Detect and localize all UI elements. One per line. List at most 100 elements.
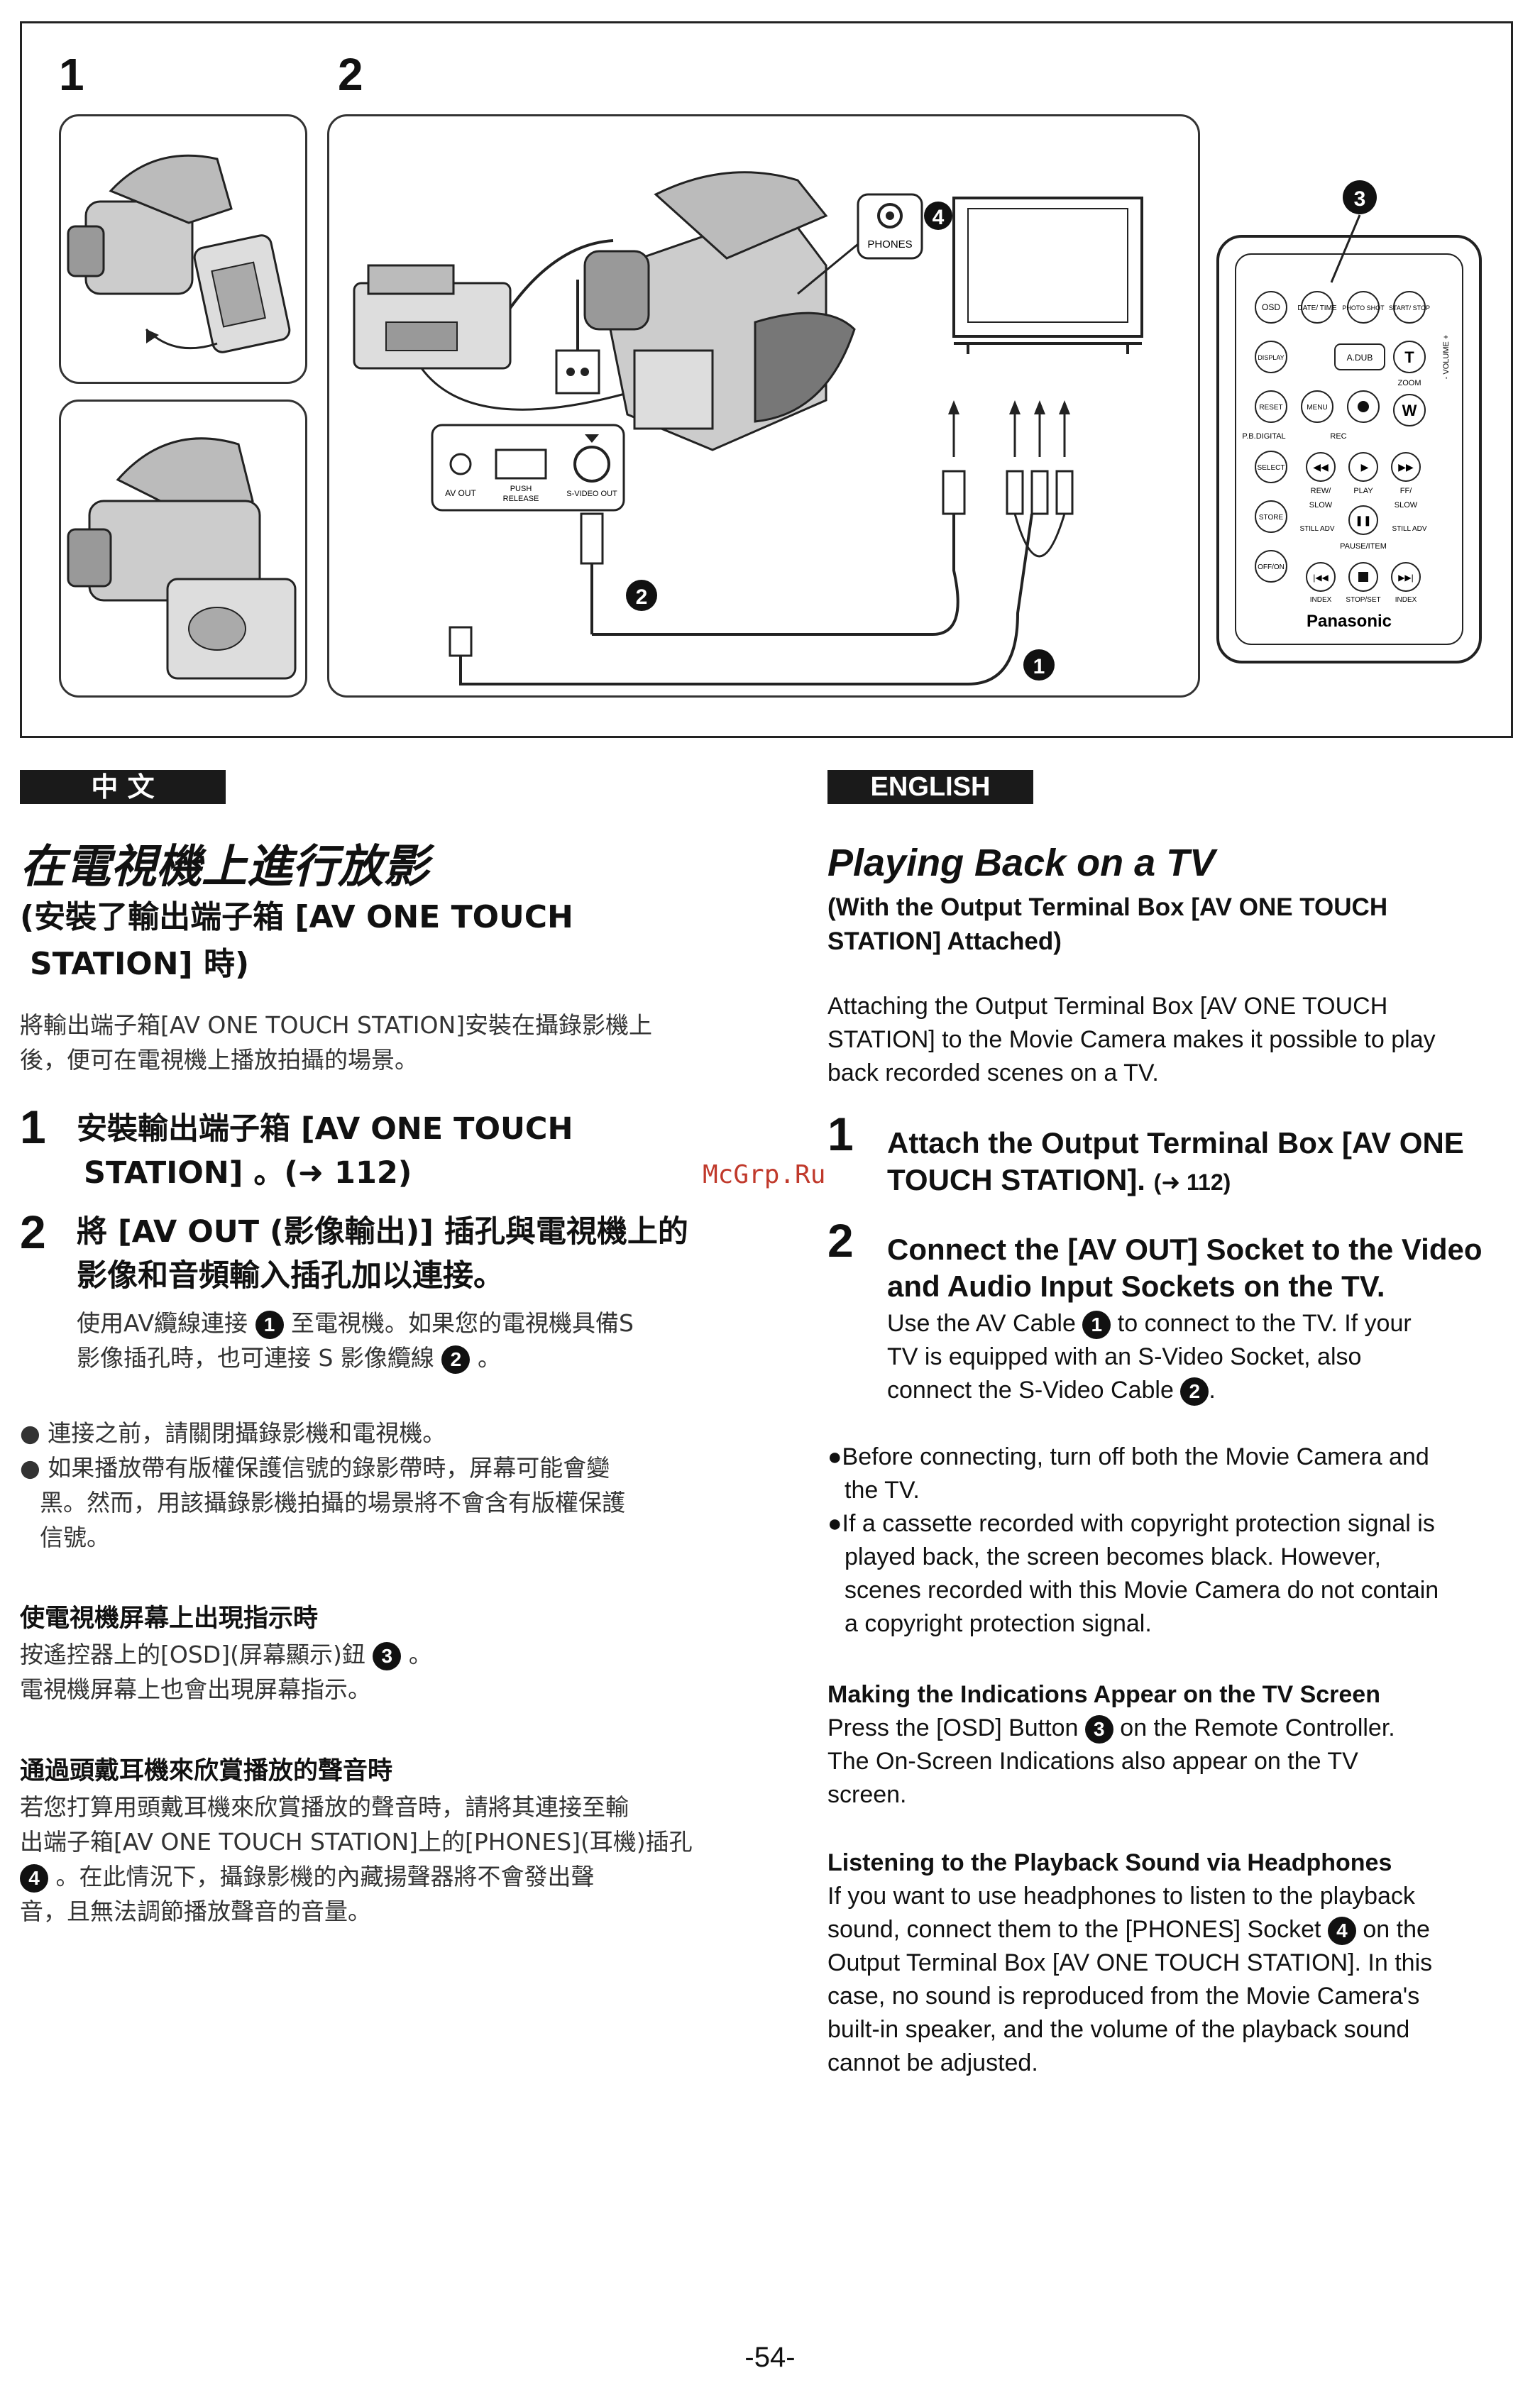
svideo-out-socket-icon [573,446,610,483]
svg-text:4: 4 [933,206,945,229]
panel-1-bottom-illustration [59,400,307,698]
svg-text:STILL ADV: STILL ADV [1299,525,1334,533]
camera-open-box-illustration [67,154,291,353]
remote-svg: 3 OSD DATE/ TIME PHOTO SHOT START/ STOP … [1216,180,1482,663]
date-time-button [1301,291,1333,324]
svg-text:SELECT: SELECT [1258,464,1285,472]
svg-text:3: 3 [1354,187,1366,211]
callout-4-icon: 4 [20,1863,48,1893]
svg-text:FF/: FF/ [1400,487,1412,495]
panel-2-connection-diagram: PHONES 4 AV OUT PUSH RELEASE S-VIDEO OUT [327,114,1200,698]
power-plug-icon [555,349,600,395]
svg-text:PAUSE/ITEM: PAUSE/ITEM [1340,542,1387,551]
svg-text:◀◀: ◀◀ [1313,461,1329,473]
panel-1-top-illustration [59,114,307,384]
svg-text:- VOLUME +: - VOLUME + [1442,335,1451,380]
svg-text:S-VIDEO OUT: S-VIDEO OUT [566,490,617,498]
svg-text:PHOTO SHOT: PHOTO SHOT [1342,304,1385,312]
push-release-button [495,448,547,480]
svg-text:AV OUT: AV OUT [445,488,476,498]
svg-text:SLOW: SLOW [1395,501,1418,510]
callout-1-icon: 1 [255,1310,284,1339]
svg-text:PLAY: PLAY [1353,487,1373,495]
rew-button [1306,452,1336,482]
svg-text:DATE/ TIME: DATE/ TIME [1297,304,1337,312]
svg-text:|◀◀: |◀◀ [1313,573,1329,583]
svg-text:RESET: RESET [1259,404,1282,412]
pause-button [1348,505,1378,535]
svg-text:REC: REC [1330,432,1346,441]
zh-page-title: 在電視機上進行放影 [20,841,429,893]
svg-text:INDEX: INDEX [1395,596,1417,604]
svg-text:MENU: MENU [1307,404,1327,412]
callout-4-icon: 4 [1327,1917,1356,1946]
menu-button [1301,390,1333,423]
en-step2-body: Use the AV Cable 1 to connect to the TV.… [887,1307,1526,1407]
svg-text:OSD: OSD [1262,302,1280,312]
svg-text:START/ STOP: START/ STOP [1389,304,1430,312]
callout-3-icon: 3 [1084,1715,1113,1744]
reset-button [1255,390,1287,423]
index-next-button [1391,562,1421,592]
en-headphones-section: Listening to the Playback Sound via Head… [827,1849,1433,2076]
svg-text:❚❚: ❚❚ [1355,514,1371,527]
svg-text:T: T [1404,348,1414,366]
zoom-t-button [1393,341,1426,373]
svg-text:DISPLAY: DISPLAY [1258,354,1284,361]
start-stop-button [1393,291,1426,324]
callout-2-icon: 2 [1180,1377,1209,1406]
index-prev-button [1306,562,1336,592]
svg-text:STORE: STORE [1259,514,1284,522]
svg-text:STOP/SET: STOP/SET [1346,596,1380,604]
photo-shot-button [1347,291,1380,324]
english-section-tag: ENGLISH [827,770,1033,804]
a-dub-button [1334,343,1385,370]
ac-adaptor-illustration [353,264,512,370]
zh-intro: 將輸出端子箱[AV ONE TOUCH STATION]安裝在攝錄影機上 後，便… [20,1011,653,1074]
chinese-section-tag: 中 文 [20,770,226,804]
zh-notes: ● 連接之前，請關閉攝錄影機和電視機。 ● 如果播放帶有版權保護信號的錄影帶時，… [20,1419,625,1551]
store-button [1255,500,1287,533]
svg-text:P.B.DIGITAL: P.B.DIGITAL [1242,432,1285,441]
remote-controller-illustration: 3 OSD DATE/ TIME PHOTO SHOT START/ STOP … [1214,172,1484,669]
play-button [1348,452,1378,482]
zh-headphones-section: 通過頭戴耳機來欣賞播放的聲音時 若您打算用頭戴耳機來欣賞播放的聲音時，請將其連接… [20,1757,693,1925]
panel-1-number: 1 [59,49,84,100]
osd-button [1255,291,1287,324]
zoom-w-button [1393,394,1426,426]
svg-text:INDEX: INDEX [1310,596,1332,604]
svg-text:PUSH: PUSH [510,485,532,493]
zh-step2-number: 2 [20,1206,46,1258]
connection-diagram-svg: PHONES 4 AV OUT PUSH RELEASE S-VIDEO OUT [353,171,1143,685]
svg-text:RELEASE: RELEASE [503,495,539,503]
zh-subtitle: (安裝了輸出端子箱 [AV ONE TOUCH STATION] 時) [20,899,573,982]
display-button [1255,341,1287,373]
svg-text:ZOOM: ZOOM [1398,379,1421,387]
zh-step1-number: 1 [20,1101,46,1153]
callout-4 [924,202,952,230]
callout-1-icon: 1 [1082,1311,1111,1340]
en-step2-heading: Connect the [AV OUT] Socket to the Video… [887,1233,1483,1303]
svideo-cable [592,514,959,636]
camcorder-illustration [583,171,856,451]
zh-step1-heading: 安裝輸出端子箱 [AV ONE TOUCH STATION] 。(➜ 112) [77,1111,573,1191]
callout-1 [1023,649,1055,681]
en-intro: Attaching the Output Terminal Box [AV ON… [827,993,1436,1086]
callout-3-icon: 3 [373,1641,402,1670]
zh-step2-heading: 將 [AV OUT (影像輸出)] 插孔與電視機上的 影像和音頻輸入插孔加以連接… [77,1214,688,1294]
callout-2-icon: 2 [441,1345,471,1374]
en-step1-heading: Attach the Output Terminal Box [AV ONE T… [887,1126,1464,1196]
zh-osd-section: 使電視機屏幕上出現指示時 按遙控器上的[OSD](屏幕顯示)鈕 3 。 電視機屏… [20,1604,432,1703]
en-notes: ●Before connecting, turn off both the Mo… [827,1443,1439,1637]
av-cable [459,513,1033,685]
television-illustration [952,197,1143,354]
svg-text:STILL ADV: STILL ADV [1392,525,1426,533]
svg-text:1: 1 [1033,655,1045,678]
figure-frame: 1 2 [20,21,1513,738]
camera-attached-box-illustration [67,437,297,680]
svg-text:OFF/ON: OFF/ON [1258,563,1285,571]
svg-text:A.DUB: A.DUB [1347,353,1373,363]
svg-text:2: 2 [636,585,648,609]
en-osd-section: Making the Indications Appear on the TV … [827,1681,1395,1808]
av-out-socket-icon [449,453,472,475]
